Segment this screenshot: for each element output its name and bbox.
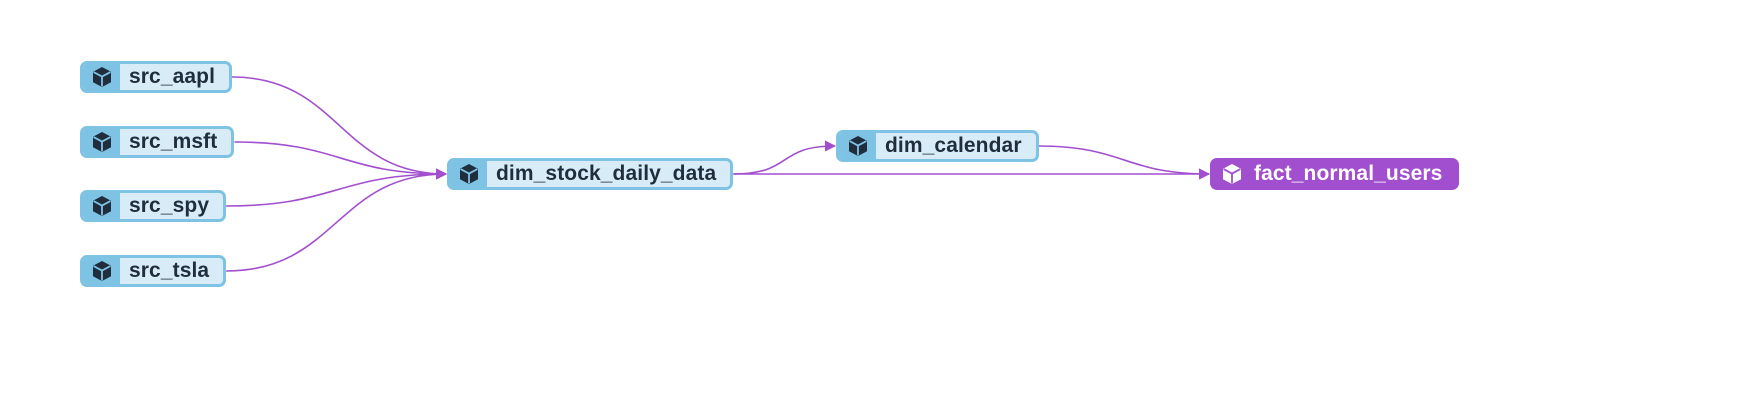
- edge-dim_calendar-to-fact_normal_users: [1038, 145, 1211, 180]
- cube-icon: [450, 161, 487, 187]
- node-label: src_msft: [129, 130, 218, 153]
- node-label: fact_normal_users: [1254, 162, 1443, 185]
- cube-icon: [83, 258, 120, 284]
- node-label: dim_calendar: [885, 134, 1022, 157]
- cube-icon: [83, 129, 120, 155]
- node-label: dim_stock_daily_data: [496, 162, 717, 185]
- node-label: src_tsla: [129, 259, 210, 282]
- node-src-aapl[interactable]: src_aapl: [80, 61, 233, 93]
- edge-src_msft-to-dim_stock_daily_data: [234, 141, 448, 180]
- cube-icon: [839, 133, 876, 159]
- node-fact-normal-users[interactable]: fact_normal_users: [1210, 158, 1460, 190]
- edge-dim_stock_daily_data-to-dim_calendar: [733, 140, 837, 175]
- node-src-tsla[interactable]: src_tsla: [80, 255, 227, 287]
- node-src-msft[interactable]: src_msft: [80, 126, 235, 158]
- edge-src_spy-to-dim_stock_daily_data: [226, 168, 448, 207]
- cube-icon: [83, 193, 120, 219]
- node-dim-stock-daily-data[interactable]: dim_stock_daily_data: [447, 158, 734, 190]
- edge-src_aapl-to-dim_stock_daily_data: [232, 76, 448, 180]
- node-src-spy[interactable]: src_spy: [80, 190, 227, 222]
- cube-icon: [83, 64, 120, 90]
- edge-src_tsla-to-dim_stock_daily_data: [226, 168, 448, 272]
- node-dim-calendar[interactable]: dim_calendar: [836, 130, 1039, 162]
- node-label: src_aapl: [129, 65, 216, 88]
- node-label: src_spy: [129, 194, 210, 217]
- cube-icon: [1213, 161, 1250, 187]
